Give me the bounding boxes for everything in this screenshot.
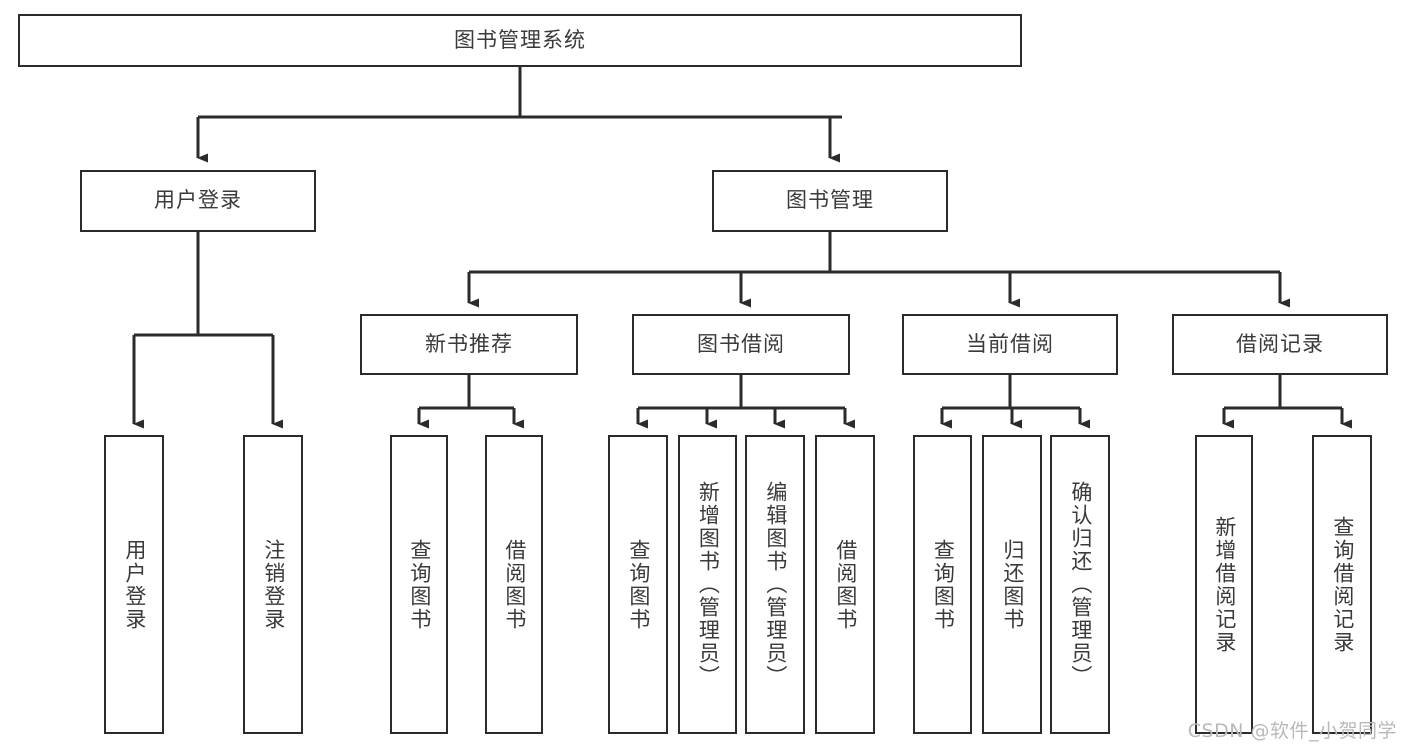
csdn-watermark: CSDN @软件_小贺同学 [1187, 720, 1397, 742]
node-book-borrow[interactable]: 图书借阅 [632, 314, 850, 375]
leaf-label: 查询借阅记录 [1330, 515, 1355, 654]
leaf-current-return-book[interactable]: 归还图书 [982, 435, 1042, 734]
leaf-label: 查询图书 [626, 538, 651, 631]
leaf-label: 新增图书（管理员） [696, 481, 721, 688]
leaf-label: 确认归还（管理员） [1068, 481, 1093, 688]
leaf-label: 归还图书 [1000, 538, 1025, 631]
leaf-label: 用户登录 [122, 538, 147, 631]
leaf-borrow-borrow-book[interactable]: 借阅图书 [815, 435, 875, 734]
leaf-label: 借阅图书 [502, 538, 527, 631]
leaf-label: 编辑图书（管理员） [763, 481, 788, 688]
node-current-borrow[interactable]: 当前借阅 [902, 314, 1118, 375]
leaf-record-add-record[interactable]: 新增借阅记录 [1195, 435, 1253, 734]
leaf-borrow-edit-book-admin[interactable]: 编辑图书（管理员） [745, 435, 805, 734]
leaf-borrow-query-book[interactable]: 查询图书 [608, 435, 668, 734]
leaf-user-login-logout[interactable]: 注销登录 [243, 435, 303, 734]
leaf-label: 注销登录 [261, 538, 286, 631]
node-borrow-record[interactable]: 借阅记录 [1172, 314, 1388, 375]
leaf-new-book-borrow[interactable]: 借阅图书 [485, 435, 543, 734]
leaf-current-query-book[interactable]: 查询图书 [913, 435, 972, 734]
leaf-record-query-record[interactable]: 查询借阅记录 [1312, 435, 1372, 734]
leaf-label: 查询图书 [931, 538, 956, 631]
leaf-label: 查询图书 [407, 538, 432, 631]
node-book-management[interactable]: 图书管理 [712, 170, 948, 232]
node-user-login[interactable]: 用户登录 [80, 170, 316, 232]
leaf-label: 借阅图书 [833, 538, 858, 631]
leaf-borrow-add-book-admin[interactable]: 新增图书（管理员） [678, 435, 737, 734]
leaf-new-book-query[interactable]: 查询图书 [390, 435, 448, 734]
node-new-book-recommend[interactable]: 新书推荐 [360, 314, 578, 375]
leaf-user-login-login[interactable]: 用户登录 [104, 435, 164, 734]
leaf-current-confirm-return-admin[interactable]: 确认归还（管理员） [1050, 435, 1110, 734]
node-root-system[interactable]: 图书管理系统 [18, 14, 1022, 67]
leaf-label: 新增借阅记录 [1212, 515, 1237, 654]
